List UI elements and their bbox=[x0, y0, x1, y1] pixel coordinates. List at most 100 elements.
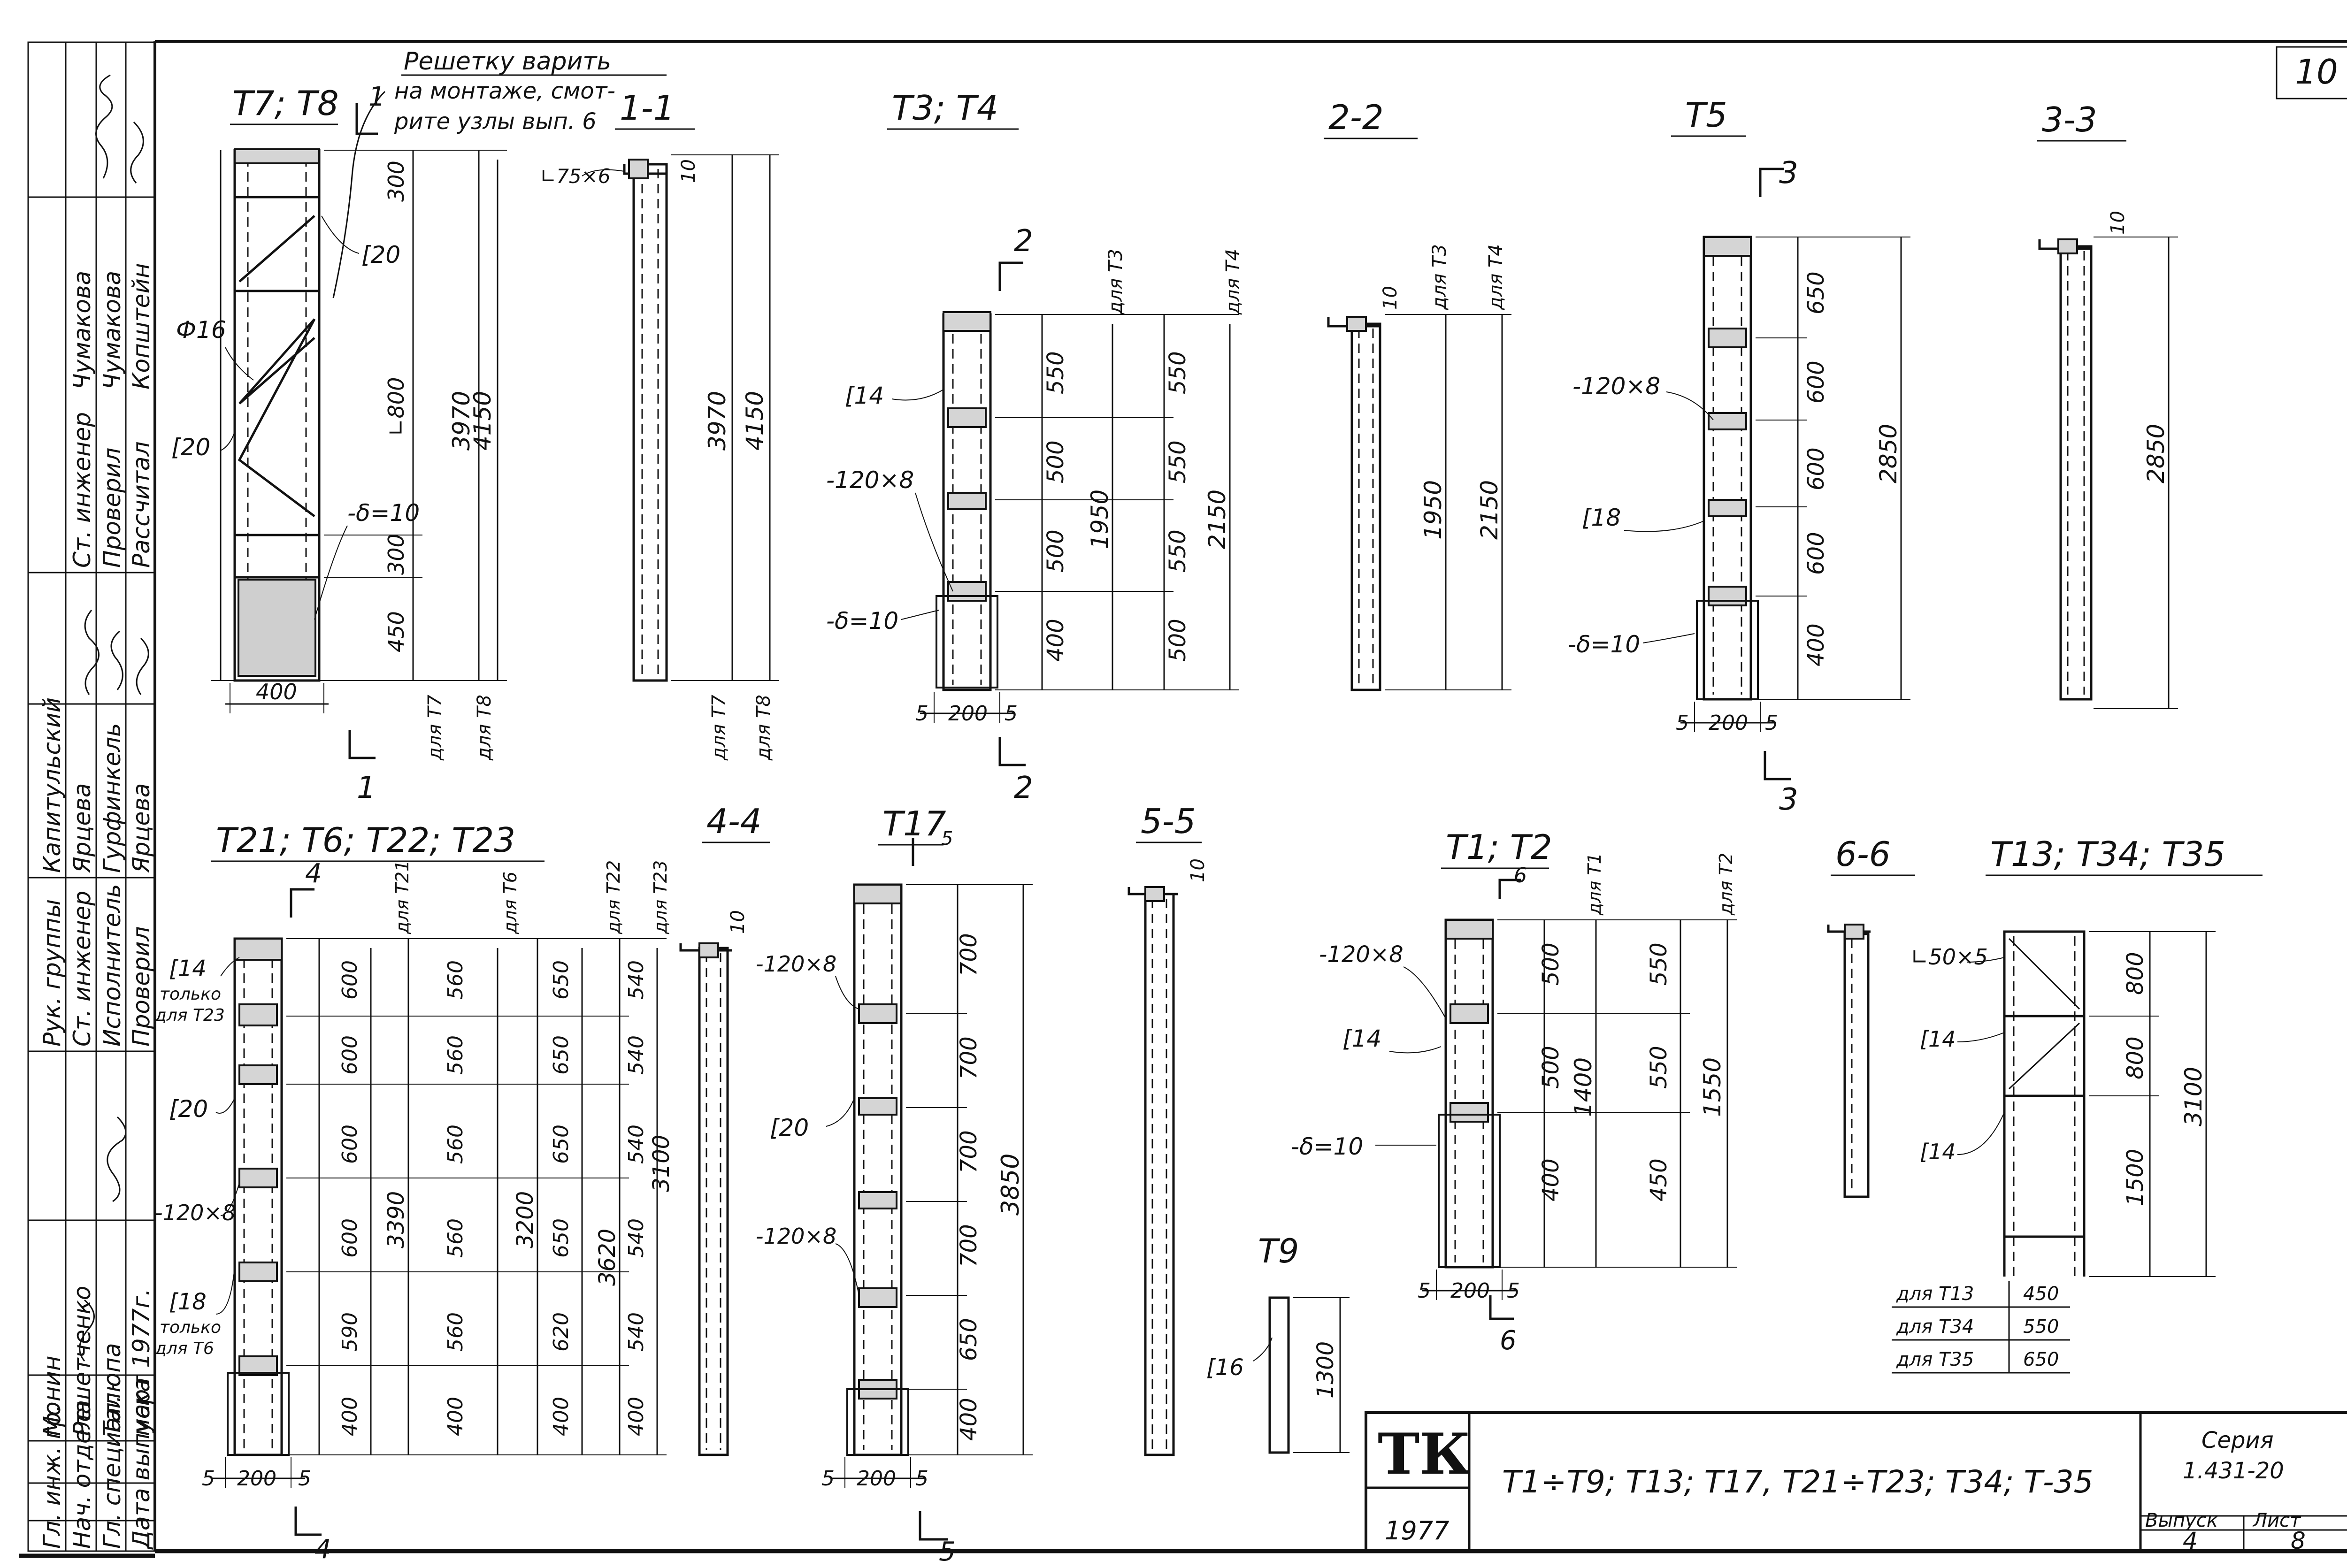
stamp-role-4: Дата выпуска bbox=[128, 1377, 155, 1550]
t5-dim-5: 400 bbox=[1803, 623, 1829, 666]
s11-for-t7: для Т7 bbox=[708, 695, 730, 761]
stamp-mid-name-3: Гурфинкель bbox=[99, 723, 126, 873]
t13-table-label-2: для Т34 bbox=[1896, 1316, 1974, 1338]
t21-header-t22: для Т22 bbox=[603, 860, 624, 934]
t7t8-title: Т7; Т8 bbox=[232, 84, 339, 123]
issue-label: Выпуск bbox=[2145, 1510, 2218, 1531]
t21-header-t23: для Т23 bbox=[650, 860, 671, 934]
s33-dim-10: 10 bbox=[2107, 211, 2129, 235]
t1t2-t1-1: 500 bbox=[1538, 942, 1564, 986]
t21-t22-6: 400 bbox=[624, 1397, 648, 1436]
t21-a-3: 600 bbox=[338, 1124, 362, 1164]
t21-label-c18-n2: для Т6 bbox=[154, 1339, 214, 1358]
t3t4-t3-3: 500 bbox=[1043, 529, 1069, 573]
t21-label-c14-n1: только bbox=[160, 985, 221, 1004]
t21-mark-bottom: 4 bbox=[314, 1534, 331, 1565]
stamp-top-role-2: Проверил bbox=[99, 448, 126, 568]
t1t2-t1-3: 400 bbox=[1538, 1158, 1564, 1201]
t3t4-t3-2: 500 bbox=[1043, 440, 1069, 483]
t7t8-dim-4150: 4150 bbox=[469, 391, 496, 451]
t1t2-label-rib: -120×8 bbox=[1319, 941, 1404, 968]
s11-angle: ∟75×6 bbox=[540, 165, 611, 188]
t3t4-label-plate: -δ=10 bbox=[826, 607, 898, 635]
sheet-number: 10 bbox=[2295, 52, 2338, 92]
t21-header-t21: для Т21 bbox=[392, 860, 413, 934]
t5-label-c18: [18 bbox=[1582, 504, 1621, 531]
t21-bottom-5b: 5 bbox=[298, 1467, 311, 1491]
note-line-2: на монтаже, смот- bbox=[394, 78, 615, 104]
t7t8-angle: ∟800 bbox=[383, 377, 409, 436]
note-line-3: рите узлы вып. 6 bbox=[394, 108, 597, 135]
t21-bottom-200: 200 bbox=[237, 1467, 276, 1491]
t17-title: Т17 bbox=[882, 804, 946, 843]
s11-dim-4150: 4150 bbox=[741, 391, 768, 451]
t3t4-bottom-5a: 5 bbox=[915, 702, 928, 726]
t1t2-bottom-5b: 5 bbox=[1507, 1279, 1520, 1303]
t13-title: Т13; Т34; Т35 bbox=[1990, 834, 2225, 874]
s22-for-t4: для Т4 bbox=[1485, 244, 1507, 310]
signature-7 bbox=[79, 1299, 95, 1361]
signature-5 bbox=[136, 637, 149, 695]
t21-a-2: 600 bbox=[338, 1035, 362, 1075]
t17-dim-5: 650 bbox=[956, 1318, 982, 1361]
t1t2-for-t1: для Т1 bbox=[1584, 853, 1605, 916]
t17-bottom-200: 200 bbox=[857, 1467, 896, 1491]
t17-dim-2: 700 bbox=[956, 1036, 982, 1079]
view-section-6-6: 6-6 bbox=[1827, 834, 1915, 1198]
s44-title: 4-4 bbox=[706, 802, 762, 841]
t9-title: Т9 bbox=[1258, 1232, 1299, 1270]
t21-a-6: 400 bbox=[338, 1397, 362, 1436]
signature-1 bbox=[95, 74, 113, 179]
t21-a-4: 600 bbox=[338, 1218, 362, 1258]
t1t2-mark-bottom: 6 bbox=[1500, 1325, 1517, 1356]
t7t8-dim-3970: 3970 bbox=[448, 391, 475, 451]
t13-label-angle: ∟50×5 bbox=[1910, 944, 1988, 970]
t13-dim-3: 1500 bbox=[2122, 1149, 2148, 1206]
t21-t6-5: 620 bbox=[549, 1312, 573, 1352]
stamp-mid-role-1: Рук. группы bbox=[38, 899, 66, 1047]
t1t2-t2-1: 550 bbox=[1646, 942, 1672, 986]
t5-label-plate: -δ=10 bbox=[1568, 631, 1640, 658]
t5-bottom-5a: 5 bbox=[1676, 711, 1689, 735]
t9-dim: 1300 bbox=[1312, 1341, 1339, 1399]
series-value: 1.431-20 bbox=[2183, 1458, 2284, 1484]
s44-dim-10: 10 bbox=[727, 910, 749, 934]
t3t4-mark-bottom: 2 bbox=[1014, 771, 1033, 805]
t5-bottom-200: 200 bbox=[1709, 711, 1748, 735]
t17-bottom-5a: 5 bbox=[821, 1467, 835, 1491]
t5-dim-3: 600 bbox=[1803, 447, 1829, 490]
t7t8-for-t8: для Т8 bbox=[474, 695, 495, 761]
s22-dim-1950: 1950 bbox=[1419, 480, 1447, 540]
t13-table-value-3: 650 bbox=[2023, 1349, 2059, 1370]
t21-t21-5: 560 bbox=[444, 1312, 468, 1352]
t3t4-label-rib: -120×8 bbox=[826, 467, 914, 494]
view-section-4-4: 4-4 10 bbox=[679, 802, 770, 1456]
t1t2-bottom-5a: 5 bbox=[1418, 1279, 1431, 1303]
t13-total: 3100 bbox=[2180, 1067, 2207, 1126]
t5-mark-bottom: 3 bbox=[1779, 782, 1798, 817]
t1t2-title: Т1; Т2 bbox=[1446, 827, 1552, 867]
t7t8-label-plate: -δ=10 bbox=[347, 499, 420, 527]
s33-dim-2850: 2850 bbox=[2142, 424, 2170, 483]
title-logo: ТК bbox=[1378, 1421, 1471, 1487]
t1t2-label-plate: -δ=10 bbox=[1291, 1133, 1363, 1160]
t17-total: 3850 bbox=[997, 1154, 1025, 1216]
s11-dim-3970: 3970 bbox=[704, 391, 731, 451]
t21-t22-3: 540 bbox=[624, 1124, 648, 1164]
t3t4-t4-1: 550 bbox=[1165, 351, 1191, 394]
t21-label-c14: [14 bbox=[169, 956, 207, 982]
stamp-mid-role-2: Ст. инженер bbox=[69, 891, 96, 1047]
t21-t21-6: 400 bbox=[444, 1397, 468, 1436]
s22-dim-10: 10 bbox=[1380, 286, 1401, 310]
t1t2-total-t1: 1400 bbox=[1570, 1057, 1597, 1117]
signature-6 bbox=[107, 1116, 127, 1202]
t13-dim-1: 800 bbox=[2122, 952, 2148, 995]
t7t8-section-mark: 1 bbox=[357, 771, 376, 805]
stamp-name-1: Монин bbox=[38, 1355, 66, 1436]
t21-label-c18-n1: только bbox=[160, 1318, 221, 1337]
view-t21-t6-t22-t23: Т21; Т6; Т22; Т23 600 600 600 600 590 40… bbox=[154, 820, 675, 1565]
stamp-name-4: март 1977г. bbox=[128, 1288, 155, 1436]
t17-bottom-5b: 5 bbox=[915, 1467, 928, 1491]
stamp-mid-role-3: Исполнитель bbox=[99, 884, 126, 1047]
